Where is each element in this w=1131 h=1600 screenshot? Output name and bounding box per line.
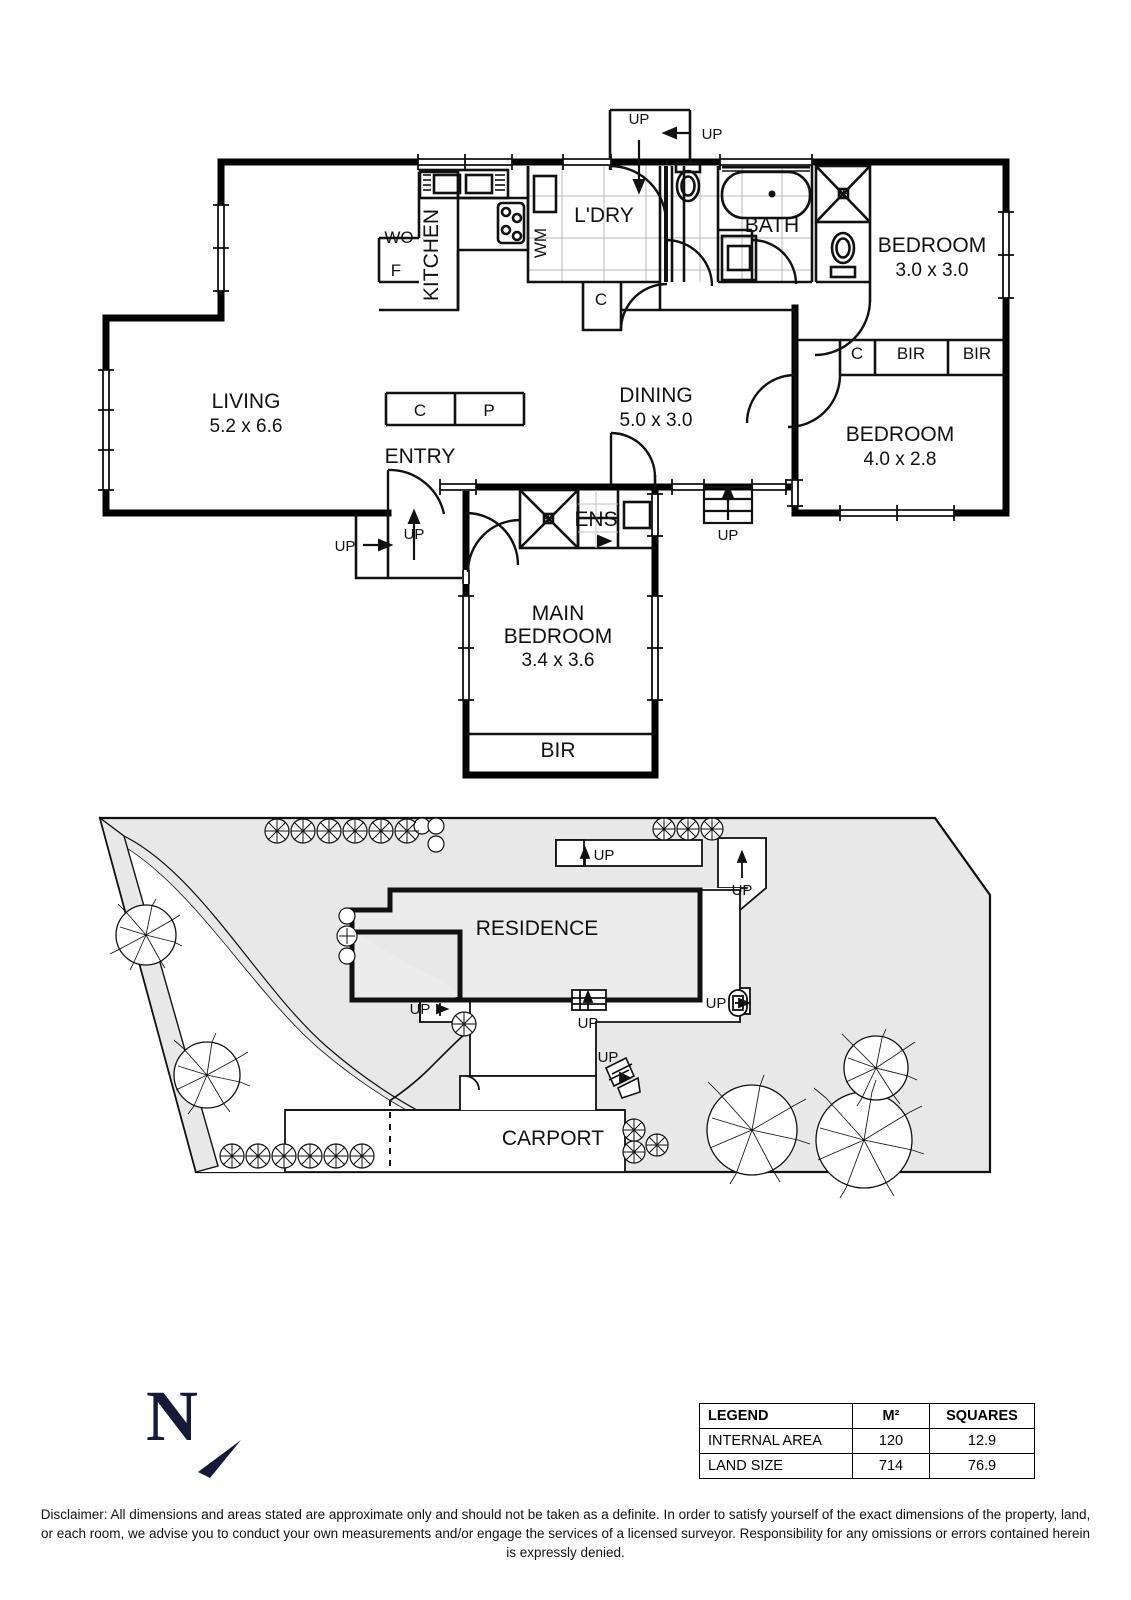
room-label-ens: ENS: [574, 508, 617, 531]
compass-arrow: [198, 1440, 241, 1478]
room-label-bedroom-2: BEDROOM: [846, 423, 955, 446]
room-label-entry: ENTRY: [385, 445, 456, 468]
room-label-living: LIVING: [212, 390, 281, 413]
appliance-label-wm: WM: [531, 228, 550, 258]
room-label-bedroom-1: BEDROOM: [878, 234, 987, 257]
room-label-ldry: L'DRY: [574, 204, 634, 227]
site-up-markers: UP UP UP UP UP UP: [410, 845, 753, 1085]
room-dim-dining: 5.0 x 3.0: [620, 410, 693, 431]
up-marker-site-carport: UP: [598, 1049, 619, 1066]
legend-row-0-squares: 12.9: [929, 1428, 1035, 1454]
shrubs: [219, 817, 724, 1169]
legend-header-label: LEGEND: [699, 1403, 853, 1429]
up-marker-ldry-right: UP: [702, 126, 723, 143]
room-label-kitchen: KITCHEN: [420, 209, 443, 301]
site-label-residence: RESIDENCE: [476, 917, 599, 940]
legend-header-row: LEGEND M² SQUARES: [699, 1403, 1035, 1429]
ens-grid: [578, 490, 618, 548]
bir-label-main-bedroom: BIR: [540, 739, 575, 762]
compass-letter-n: N: [146, 1376, 198, 1456]
door-swings: [386, 164, 872, 573]
room-label-bath: BATH: [745, 214, 799, 237]
up-marker-site-north: UP: [594, 847, 615, 864]
bir-label-bedroom-2-b: BIR: [963, 344, 991, 363]
compass-north-indicator: N: [146, 1376, 241, 1478]
up-marker-site-northeast: UP: [732, 882, 753, 899]
appliance-label-f: F: [391, 261, 401, 280]
room-dim-bedroom-1: 3.0 x 3.0: [896, 260, 969, 281]
room-dim-living: 5.2 x 6.6: [210, 416, 283, 437]
legend-table: LEGEND M² SQUARES INTERNAL AREA 120 12.9…: [699, 1403, 1035, 1479]
legend-row-1-squares: 76.9: [929, 1453, 1035, 1479]
floor-plan-drawing: LIVING 5.2 x 6.6 KITCHEN WO F WM L'DRY C…: [98, 108, 1014, 779]
legend-row-1-m2: 714: [852, 1453, 930, 1479]
up-marker-entry-mid: UP: [404, 526, 425, 543]
disclaimer-text: Disclaimer: All dimensions and areas sta…: [40, 1507, 1091, 1561]
legend-row-1-label: LAND SIZE: [699, 1453, 853, 1479]
windows: [98, 154, 1014, 701]
up-marker-dining: UP: [718, 527, 739, 544]
up-marker-entry-left: UP: [335, 538, 356, 555]
up-marker-ldry-top: UP: [629, 111, 650, 128]
carport-upper-edge: [285, 1075, 625, 1111]
cupboard-label-bedroom-2: C: [851, 344, 863, 363]
room-dim-bedroom-2: 4.0 x 2.8: [864, 449, 937, 470]
table-row: INTERNAL AREA 120 12.9: [699, 1428, 1035, 1454]
cupboard-label-entry: C: [414, 401, 426, 420]
interior-partitions: [354, 108, 1006, 736]
up-marker-site-west: UP: [410, 1001, 431, 1018]
room-label-main-bedroom-line1: MAIN: [532, 602, 585, 625]
room-label-main-bedroom-line2: BEDROOM: [504, 625, 613, 648]
table-row: LAND SIZE 714 76.9: [699, 1453, 1035, 1479]
legend-row-0-label: INTERNAL AREA: [699, 1428, 853, 1454]
legend-row-0-m2: 120: [852, 1428, 930, 1454]
up-marker-site-east: UP: [706, 995, 727, 1012]
pantry-label-entry: P: [483, 401, 494, 420]
carport-door-swing: [464, 1075, 480, 1091]
appliance-label-wo: WO: [384, 228, 413, 247]
site-label-carport: CARPORT: [502, 1127, 604, 1150]
up-marker-site-center: UP: [578, 1015, 599, 1032]
bir-label-bedroom-2-a: BIR: [897, 344, 925, 363]
room-label-dining: DINING: [619, 384, 693, 407]
legend-header-squares: SQUARES: [929, 1403, 1035, 1429]
residence-outline: [349, 887, 703, 1003]
legend-header-m2: M²: [852, 1403, 930, 1429]
cupboard-label-ldry: C: [595, 290, 607, 309]
trees: [109, 898, 925, 1199]
room-dim-main-bedroom: 3.4 x 3.6: [522, 650, 595, 671]
up-arrows: [363, 126, 735, 560]
site-plan-drawing: UP UP UP UP UP UP: [98, 816, 992, 1199]
